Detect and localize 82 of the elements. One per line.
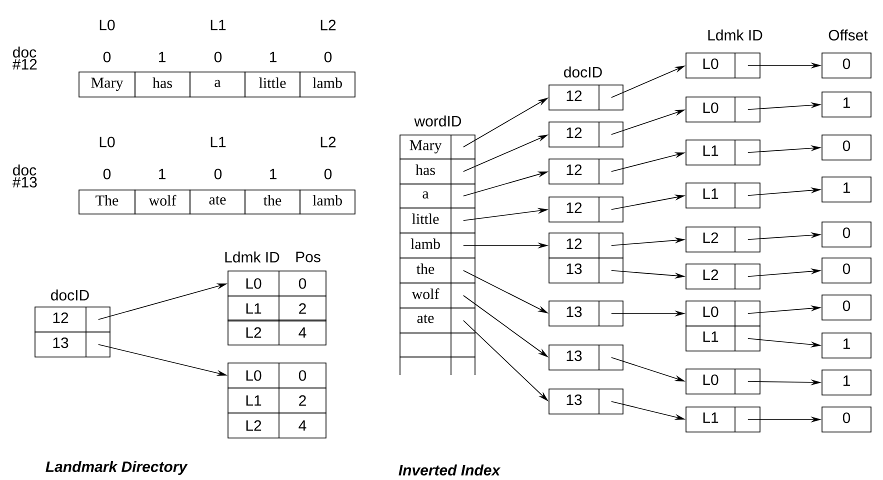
column-label: docID xyxy=(564,66,602,78)
table-row: L1 xyxy=(686,326,760,352)
table-row: L2 xyxy=(686,226,760,252)
table-row: L1 2 xyxy=(228,388,326,414)
table-cell: 0 xyxy=(822,52,872,78)
column-label: wordID xyxy=(414,116,462,126)
column-label: 0 xyxy=(103,168,111,180)
table-cell: 0 xyxy=(822,406,872,432)
table-row: 12 xyxy=(548,232,624,258)
table-row: 12 xyxy=(548,158,624,184)
table-row: Mary xyxy=(400,134,476,160)
table-cell: 1 xyxy=(822,176,872,202)
table-cell: The xyxy=(78,190,136,214)
table-cell: 0 xyxy=(822,294,872,320)
table-cell: lamb xyxy=(300,190,356,214)
column-label: 0 xyxy=(324,52,332,62)
table-row: L0 xyxy=(686,96,760,122)
column-label: L2 xyxy=(320,136,336,148)
column-label: Pos xyxy=(296,252,320,262)
table-row: 13 xyxy=(548,258,624,284)
table-row: the xyxy=(400,258,476,284)
table-row: L0 xyxy=(686,300,760,326)
column-label: 0 xyxy=(324,168,332,180)
table-cell: little xyxy=(244,72,300,98)
table-cell: 1 xyxy=(822,370,872,396)
table-row: L0 0 xyxy=(228,362,326,388)
table-cell: Mary xyxy=(78,72,136,98)
table-cell: 0 xyxy=(822,222,872,248)
column-label: 1 xyxy=(158,52,166,62)
table-row: a xyxy=(400,184,476,208)
table-row: L0 0 xyxy=(228,270,326,296)
table-cell: has xyxy=(134,72,190,98)
table-row: L2 xyxy=(686,264,760,290)
table-row: 12 xyxy=(548,196,624,222)
column-label: L0 xyxy=(100,20,115,30)
table-cell: 1 xyxy=(822,92,872,118)
column-label: docID xyxy=(51,290,89,300)
table-row: 13 xyxy=(548,388,624,414)
table-row: L1 2 xyxy=(228,296,326,322)
table-cell: the xyxy=(244,190,300,214)
table-row: L1 xyxy=(686,140,760,166)
empty-row xyxy=(400,332,476,358)
column-label: L0 xyxy=(100,136,115,148)
panel-caption: Inverted Index xyxy=(398,464,501,476)
table-cell: lamb xyxy=(300,72,356,98)
table-row: 13 xyxy=(548,300,624,326)
table-row: L2 4 xyxy=(228,412,326,438)
table-row: wolf xyxy=(400,282,476,308)
column-label: 1 xyxy=(270,168,276,180)
table-row: L2 4 xyxy=(228,320,326,346)
column-label: 1 xyxy=(158,168,166,180)
column-label: 1 xyxy=(270,52,276,62)
column-label: Ldmk ID xyxy=(225,252,280,262)
column-label: 0 xyxy=(214,52,222,62)
document-label: doc #13 xyxy=(12,164,37,188)
column-label: L1 xyxy=(210,136,226,148)
table-cell: a xyxy=(190,72,246,98)
table-row: little xyxy=(400,208,476,234)
table-row: L0 xyxy=(686,368,760,394)
table-row: lamb xyxy=(400,232,476,258)
table-row: 13 xyxy=(34,332,110,358)
panel-caption: Landmark Directory xyxy=(46,461,188,475)
empty-row xyxy=(400,356,476,376)
table-row: L0 xyxy=(686,52,760,78)
table-row: L1 xyxy=(686,182,760,208)
table-cell: wolf xyxy=(134,190,190,214)
table-cell: 0 xyxy=(822,134,872,160)
table-row: has xyxy=(400,158,476,184)
table-row: 12 xyxy=(34,306,110,332)
column-label: 0 xyxy=(103,52,111,62)
table-row: 13 xyxy=(548,344,624,370)
table-row: 12 xyxy=(548,84,624,110)
table-cell: 0 xyxy=(822,258,872,284)
table-row: 12 xyxy=(548,122,624,148)
table-cell: 1 xyxy=(822,332,872,358)
table-row: ate xyxy=(400,308,476,334)
column-label: L2 xyxy=(320,20,336,30)
column-label: 0 xyxy=(214,168,222,180)
column-label: L1 xyxy=(210,20,226,30)
table-row: L1 xyxy=(686,406,760,432)
document-label: doc #12 xyxy=(12,46,37,70)
table-cell: ate xyxy=(190,190,246,214)
